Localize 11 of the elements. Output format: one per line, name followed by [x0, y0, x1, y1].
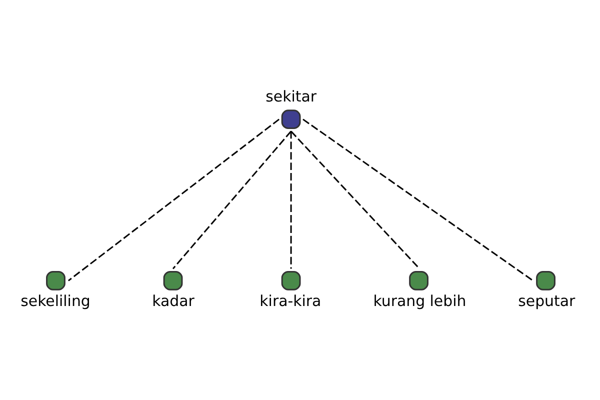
connector [68, 118, 280, 282]
connector [290, 130, 420, 270]
connector [172, 130, 292, 270]
node-label: kurang lebih [373, 292, 466, 310]
connector [290, 131, 292, 269]
node-label: kadar [152, 292, 194, 310]
node-label: sekeliling [20, 292, 90, 310]
node-label: seputar [518, 292, 576, 310]
node-label: kira-kira [260, 292, 322, 310]
connector [302, 118, 534, 282]
node-label: sekitar [266, 87, 317, 106]
